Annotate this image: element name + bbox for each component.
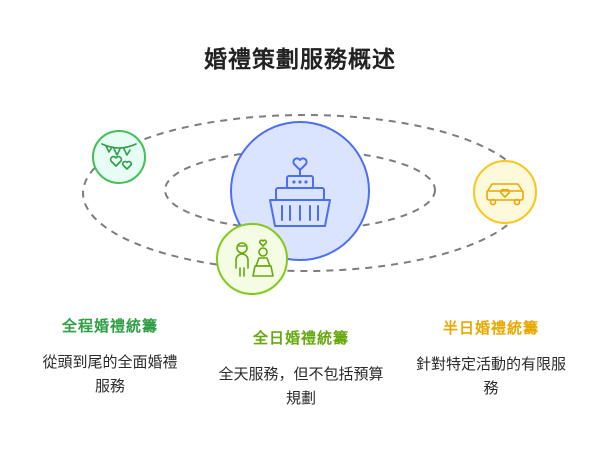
wedding-cake-icon xyxy=(269,157,331,227)
full-process-node xyxy=(92,130,146,184)
full-day-desc: 全天服務，但不包括預算規劃 xyxy=(218,365,384,407)
half-day-heading: 半日婚禮統籌 xyxy=(442,319,539,337)
half-day-node xyxy=(473,160,537,224)
diagram-title: 婚禮策劃服務概述 xyxy=(204,47,396,73)
full-day-node xyxy=(216,223,288,295)
half-day-text: 半日婚禮統籌 針對特定活動的有限服務 xyxy=(410,318,572,400)
full-process-text: 全程婚禮統籌 從頭到尾的全面婚禮服務 xyxy=(36,316,184,398)
wedding-car-icon xyxy=(486,183,524,206)
full-day-text: 全日婚禮統籌 全天服務，但不包括預算規劃 xyxy=(213,328,389,410)
half-day-desc: 針對特定活動的有限服務 xyxy=(415,355,566,397)
full-process-desc: 從頭到尾的全面婚禮服務 xyxy=(42,353,178,395)
hearts-bunting-icon xyxy=(101,143,137,170)
full-day-heading: 全日婚禮統籌 xyxy=(252,329,349,347)
center-node xyxy=(230,121,370,261)
bride-groom-icon xyxy=(235,239,274,277)
full-process-heading: 全程婚禮統籌 xyxy=(61,317,158,335)
